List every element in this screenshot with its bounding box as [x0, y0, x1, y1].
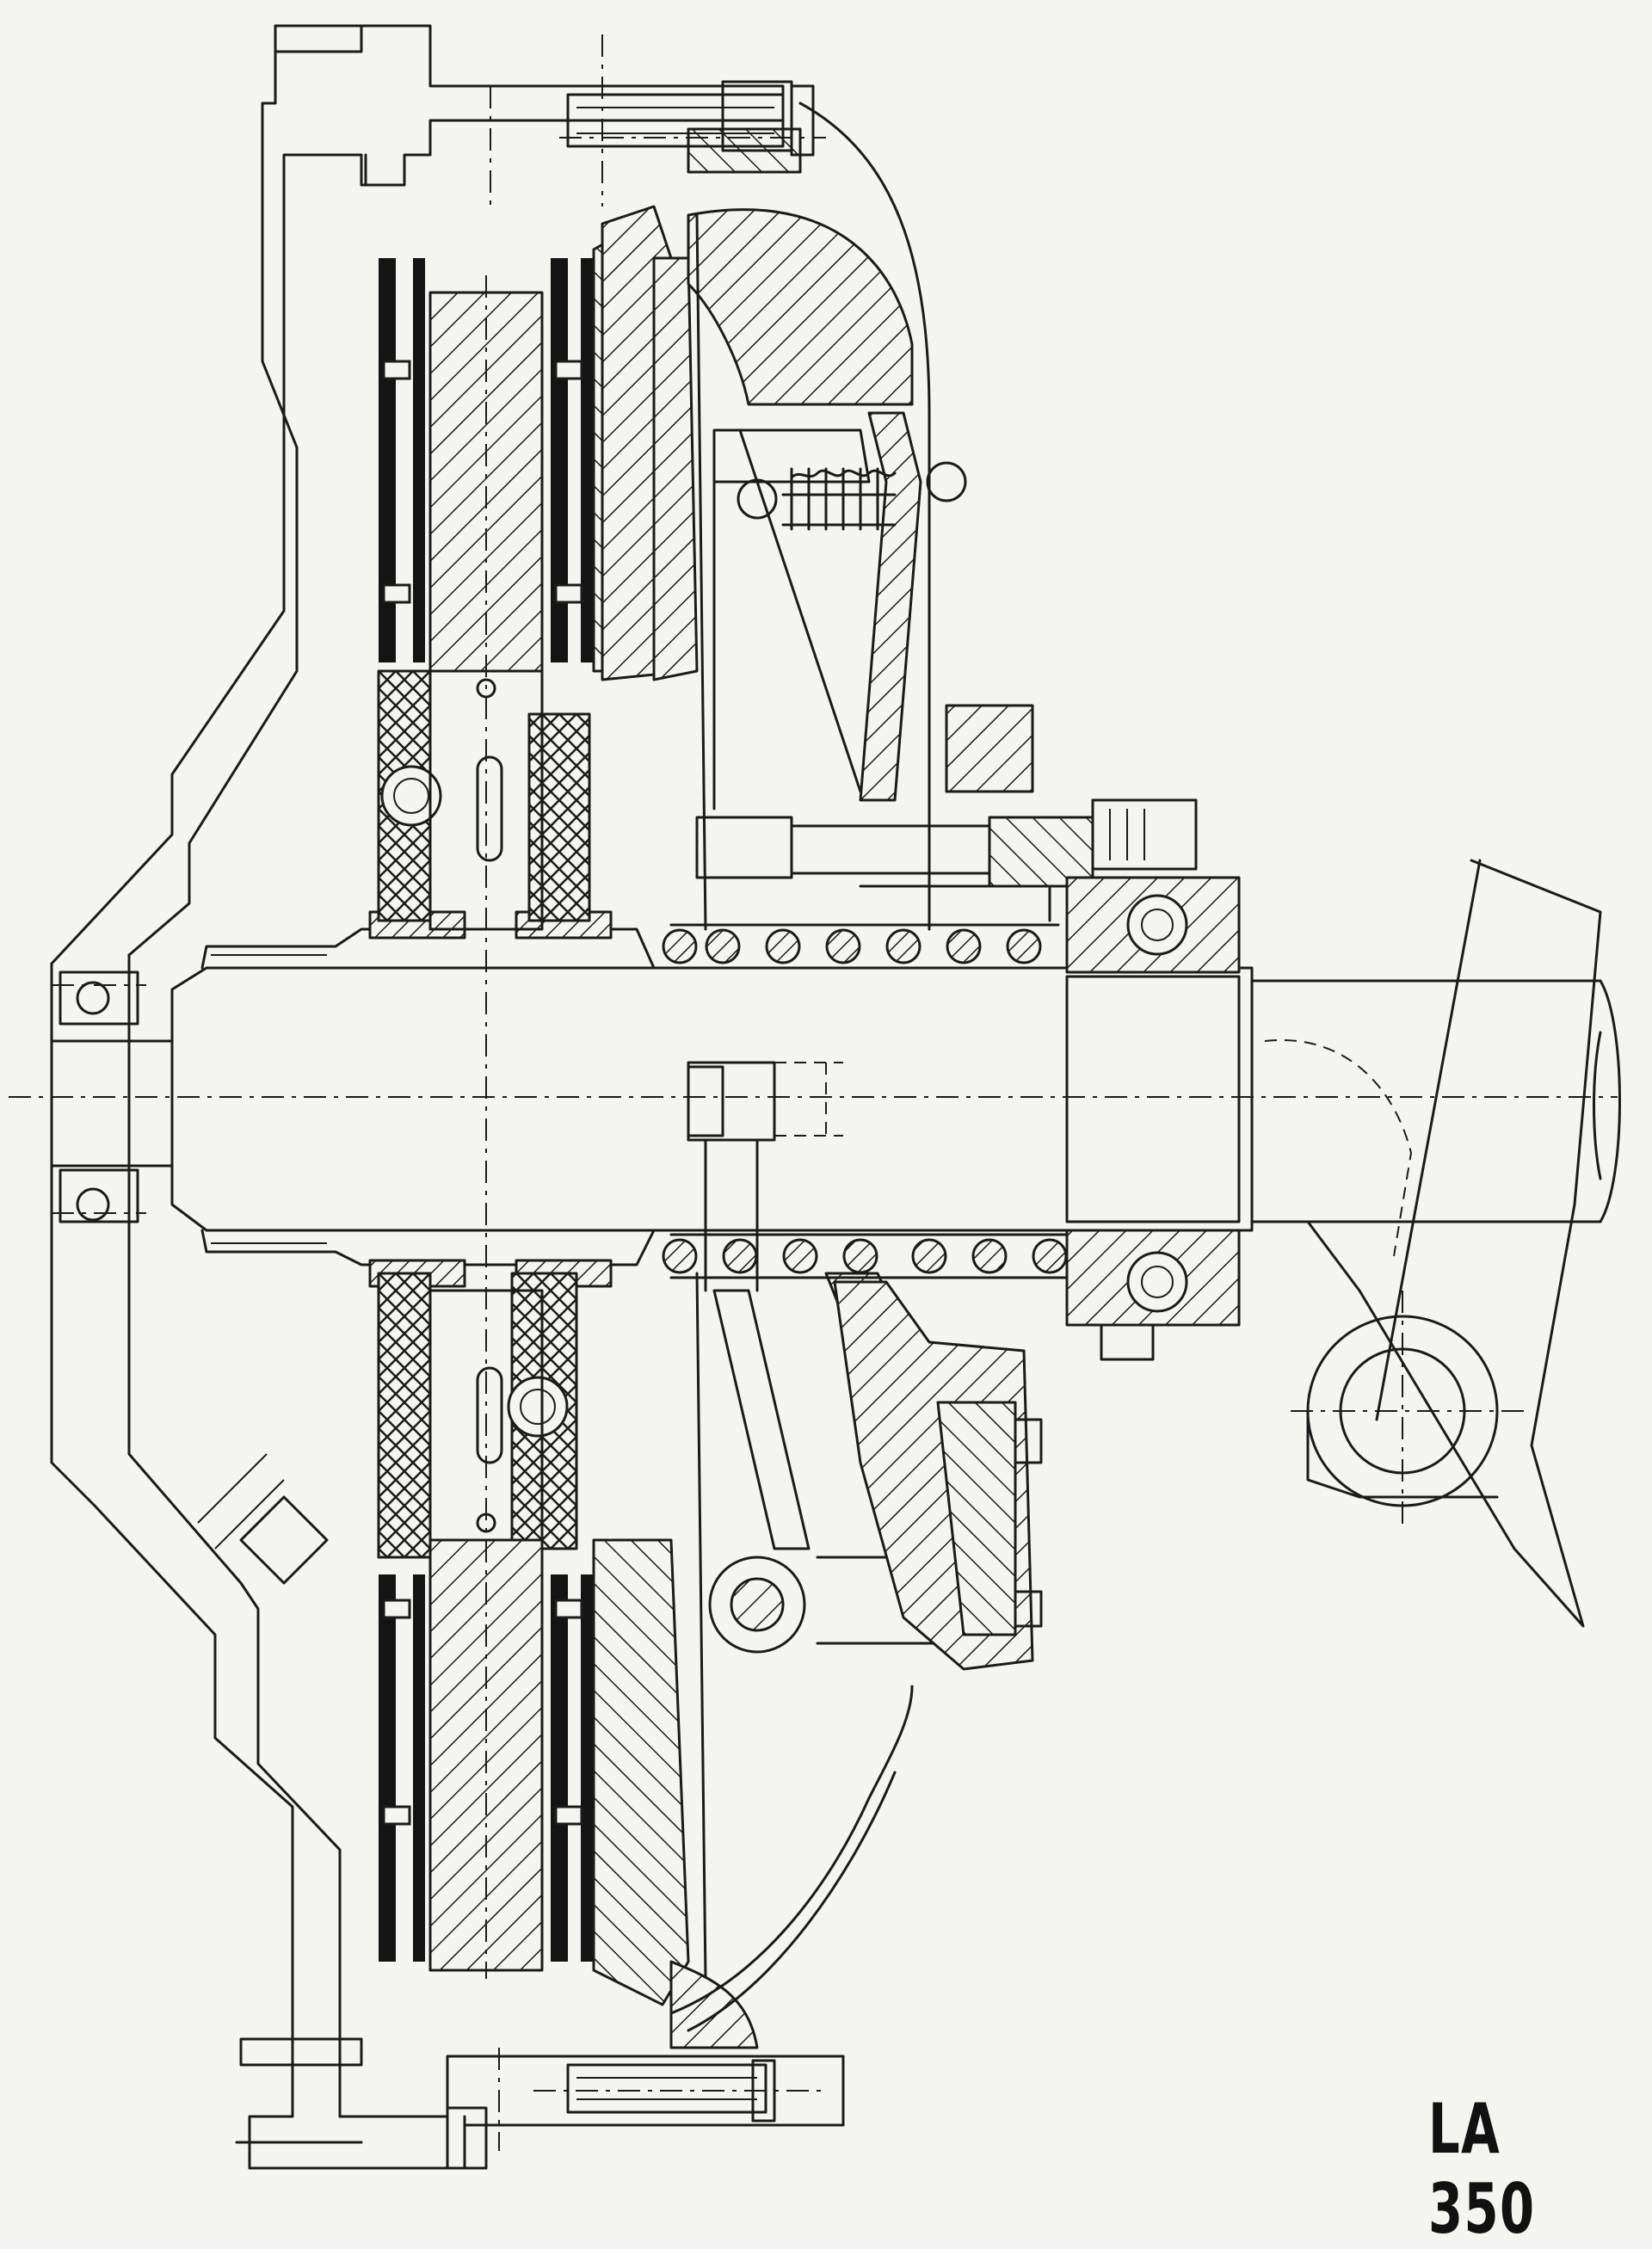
drawing-label: LA 350	[1428, 2089, 1536, 2249]
input-shaft	[50, 966, 1621, 1232]
release-lever-upper	[712, 411, 922, 810]
friction-disc-front	[377, 258, 442, 1962]
release-bearing-lower	[1065, 1229, 1241, 1361]
adjusting-bolt	[695, 704, 1198, 922]
clutch-cover	[446, 80, 931, 2170]
flywheel-housing	[50, 24, 845, 2170]
shift-fork	[1264, 859, 1602, 1628]
flywheel	[601, 205, 699, 681]
release-bearing-upper	[1065, 876, 1241, 974]
release-bearing-carrier	[833, 1280, 1043, 1671]
retracting-spring	[737, 461, 967, 531]
intermediate-plate	[428, 275, 544, 1979]
friction-disc-rear	[507, 258, 593, 1962]
lubrication-fitting	[687, 1061, 843, 1292]
pressure-springs	[662, 923, 1069, 1279]
